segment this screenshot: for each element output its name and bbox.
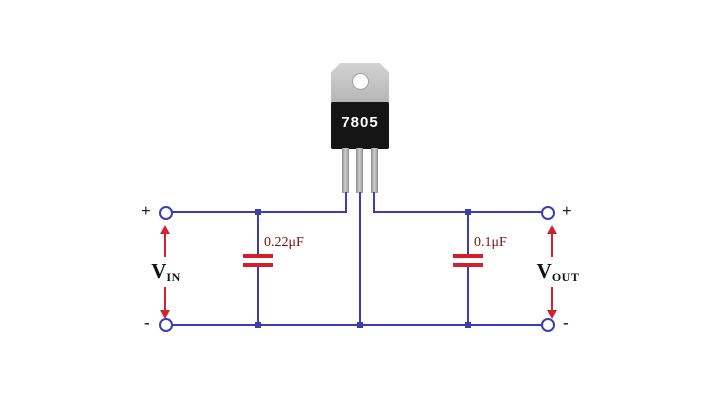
junction-dot [255,209,261,215]
vout-arrow-down-icon [547,310,557,319]
wire-top-right-rail [374,211,544,213]
terminal-input-positive [159,206,173,220]
vin-arrow-down-icon [160,310,170,319]
input-plus-label: + [141,201,151,220]
terminal-output-negative [541,318,555,332]
vin-arrow-down-shaft [164,287,166,311]
vout-subscript: OUT [551,270,580,284]
vin-letter: V [151,259,167,283]
terminal-input-negative [159,318,173,332]
wire-input-cap-top-lead [257,212,259,254]
vout-letter: V [536,259,552,283]
regulator-body: 7805 [331,102,389,149]
wire-input-pin-riser [345,192,347,213]
regulator-heatsink-tab [331,63,389,105]
wire-output-cap-bottom-lead [467,267,469,325]
vin-arrow-up-shaft [164,233,166,257]
wire-output-cap-top-lead [467,212,469,254]
regulator-pin-input [342,148,349,193]
regulator-mounting-hole [352,73,369,90]
vin-label: VIN [143,259,189,285]
input-capacitor-bottom-plate [243,263,273,267]
vin-arrow-up-icon [160,225,170,234]
regulator-pin-ground [356,148,363,193]
junction-dot [465,209,471,215]
regulator-pin-output [371,148,378,193]
output-minus-label: - [563,313,569,332]
vout-arrow-up-shaft [551,233,553,257]
vout-arrow-up-icon [547,225,557,234]
input-capacitor-value: 0.22μF [264,235,304,250]
terminal-output-positive [541,206,555,220]
junction-dot [255,322,261,328]
input-capacitor-top-plate [243,254,273,258]
junction-dot [357,322,363,328]
vout-label: VOUT [527,259,589,285]
vin-subscript: IN [166,270,181,284]
output-capacitor-top-plate [453,254,483,258]
wire-ground-pin-drop [359,192,361,326]
wire-input-cap-bottom-lead [257,267,259,325]
output-capacitor-value: 0.1μF [474,235,507,250]
wire-output-pin-riser [373,192,375,213]
input-minus-label: - [144,313,150,332]
regulator-part-number: 7805 [341,114,379,131]
output-plus-label: + [562,201,572,220]
vout-arrow-down-shaft [551,287,553,311]
junction-dot [465,322,471,328]
output-capacitor-bottom-plate [453,263,483,267]
